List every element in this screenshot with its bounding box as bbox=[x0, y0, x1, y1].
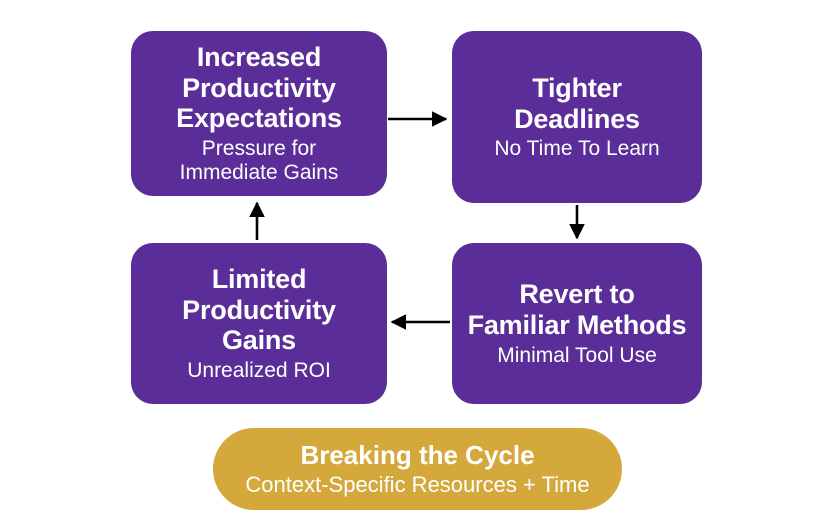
node-limited-productivity-gains[interactable]: Limited Productivity Gains Unrealized RO… bbox=[131, 243, 387, 404]
node-revert-to-familiar-methods[interactable]: Revert to Familiar Methods Minimal Tool … bbox=[452, 243, 702, 404]
node-tighter-deadlines[interactable]: Tighter Deadlines No Time To Learn bbox=[452, 31, 702, 203]
node-subtitle: No Time To Learn bbox=[494, 137, 660, 161]
banner-title: Breaking the Cycle bbox=[300, 440, 535, 471]
node-subtitle: Pressure for Immediate Gains bbox=[179, 137, 339, 185]
banner-breaking-the-cycle[interactable]: Breaking the Cycle Context-Specific Reso… bbox=[213, 428, 622, 510]
node-title: Limited Productivity Gains bbox=[182, 263, 336, 356]
node-title: Tighter Deadlines bbox=[514, 72, 640, 134]
node-title: Increased Productivity Expectations bbox=[176, 41, 342, 134]
node-increased-productivity-expectations[interactable]: Increased Productivity Expectations Pres… bbox=[131, 31, 387, 196]
node-title: Revert to Familiar Methods bbox=[467, 279, 687, 341]
banner-subtitle: Context-Specific Resources + Time bbox=[245, 471, 590, 497]
node-subtitle: Unrealized ROI bbox=[187, 359, 331, 383]
node-subtitle: Minimal Tool Use bbox=[497, 343, 657, 367]
